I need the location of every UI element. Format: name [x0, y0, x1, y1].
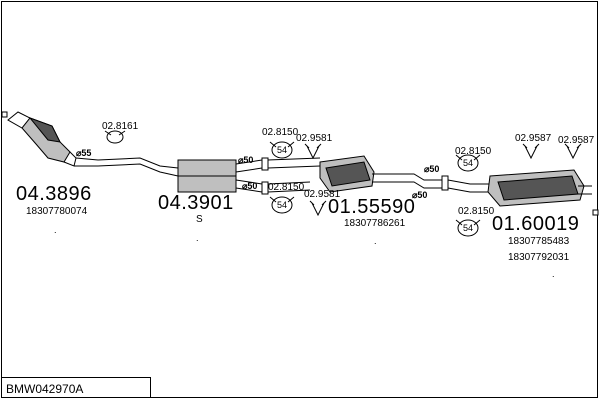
catalytic-converter-front — [7, 111, 99, 167]
diameter-label-5: ⌀50 — [412, 190, 428, 200]
rear-silencer — [447, 169, 592, 207]
clamp-code-3: 02.9581 — [296, 133, 333, 144]
dot-2: . — [196, 233, 199, 243]
clamp-badge-1: 54 — [277, 145, 288, 155]
oe-number-4a: 18307785483 — [508, 236, 570, 247]
clamp-code-1: 02.8161 — [102, 121, 139, 132]
dot-4: . — [552, 269, 555, 279]
diameter-label-1: ⌀55 — [76, 148, 92, 158]
clamp-code-5: 02.9581 — [304, 189, 341, 200]
middle-silencer — [267, 155, 449, 193]
dot-1: . — [54, 225, 57, 235]
title-box: BMW042970A — [1, 377, 151, 398]
clamp-code-8: 02.9587 — [558, 135, 595, 146]
dot-3: . — [374, 236, 377, 246]
oe-number-4b: 18307792031 — [508, 252, 570, 263]
diameter-label-4: ⌀50 — [424, 164, 440, 174]
clamp-code-9: 02.8150 — [458, 206, 495, 217]
edge-marker-right — [592, 209, 599, 216]
part-number-3: 01.55590 — [328, 196, 416, 218]
oe-number-3: 18307786261 — [344, 218, 406, 229]
clamp-drawings — [104, 130, 582, 237]
part-number-1: 04.3896 — [16, 183, 92, 205]
diagram-code: BMW042970A — [6, 382, 84, 396]
clamp-code-2: 02.8150 — [262, 127, 299, 138]
part-number-2: 04.3901 — [158, 192, 234, 214]
clamp-badge-3: 54 — [463, 158, 474, 168]
oe-number-1: 18307780074 — [26, 206, 88, 217]
clamp-code-7: 02.9587 — [515, 133, 552, 144]
part-suffix-2: S — [196, 214, 203, 225]
clamp-code-4: 02.8150 — [268, 182, 305, 193]
front-pipe-middle — [97, 157, 269, 195]
clamp-badge-4: 54 — [463, 223, 474, 233]
clamp-badge-2: 54 — [277, 200, 288, 210]
part-number-4: 01.60019 — [492, 213, 580, 235]
diameter-label-3: ⌀50 — [242, 181, 258, 191]
edge-marker-left — [1, 111, 8, 118]
diameter-label-2: ⌀50 — [238, 155, 254, 165]
clamp-code-6: 02.8150 — [455, 146, 492, 157]
